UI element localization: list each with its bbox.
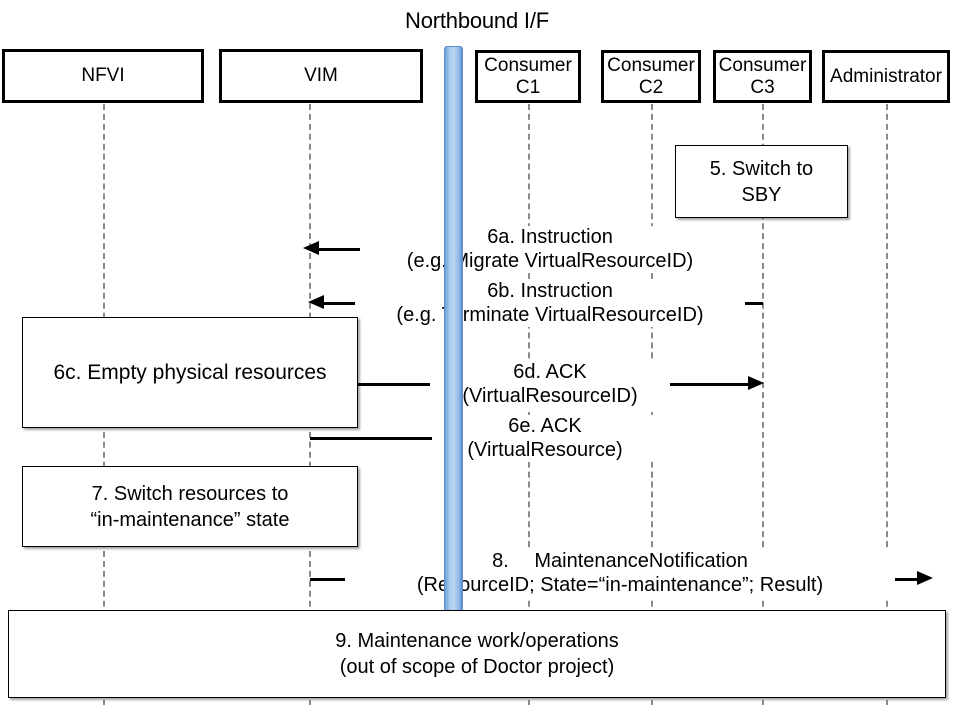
actor-administrator[interactable]: Administrator	[822, 50, 950, 103]
lifeline-admin	[886, 104, 888, 705]
note-switch-resources-line1: 7. Switch resources to	[91, 482, 289, 505]
northbound-interface-bar	[444, 46, 463, 612]
message-8-line2: (ResourceID; State=“in-maintenance”; Res…	[345, 573, 895, 598]
actor-consumer-c1-sublabel: C1	[515, 76, 541, 98]
note-switch-to-sby-line2: SBY	[741, 183, 782, 206]
message-6e-line2: (VirtualResource)	[432, 438, 658, 463]
message-6d-line2: (VirtualResourceID)	[430, 384, 670, 409]
actor-nfvi[interactable]: NFVI	[2, 49, 204, 103]
message-label-8: 8. MaintenanceNotification (ResourceID; …	[345, 550, 895, 598]
note-empty-physical-resources-line1: 6c. Empty physical resources	[53, 360, 327, 384]
note-empty-physical-resources: 6c. Empty physical resources	[22, 317, 358, 428]
actor-consumer-c3-label: Consumer	[718, 55, 807, 77]
note-switch-resources-in-maintenance: 7. Switch resources to “in-maintenance” …	[22, 466, 358, 547]
actor-administrator-label: Administrator	[830, 65, 942, 87]
message-6a-line2: (e.g. Migrate VirtualResourceID)	[360, 249, 740, 274]
note-switch-to-sby: 5. Switch to SBY	[675, 145, 848, 218]
message-label-6a: 6a. Instruction (e.g. Migrate VirtualRes…	[360, 226, 740, 274]
arrowhead-8	[917, 571, 933, 585]
actor-nfvi-label: NFVI	[81, 65, 125, 87]
arrowhead-6d	[748, 376, 764, 390]
lifeline-c3	[762, 104, 764, 705]
actor-consumer-c3-sublabel: C3	[750, 76, 775, 98]
message-8-line1: 8. MaintenanceNotification	[345, 550, 895, 574]
message-6a-line1: 6a. Instruction	[360, 226, 740, 250]
note-switch-to-sby-line1: 5. Switch to	[709, 157, 814, 180]
actor-vim[interactable]: VIM	[219, 49, 423, 103]
note-maintenance-work: 9. Maintenance work/operations (out of s…	[8, 610, 946, 698]
note-maintenance-work-line1: 9. Maintenance work/operations	[335, 630, 619, 652]
actor-consumer-c2-sublabel: C2	[638, 76, 664, 98]
actor-consumer-c3[interactable]: Consumer C3	[713, 50, 812, 103]
message-6b-line1: 6b. Instruction	[355, 280, 745, 304]
actor-consumer-c1[interactable]: Consumer C1	[475, 50, 581, 103]
arrowhead-6b	[308, 295, 324, 309]
actor-consumer-c1-label: Consumer	[484, 55, 572, 77]
message-6b-line2: (e.g. Terminate VirtualResourceID)	[355, 303, 745, 328]
diagram-title: Northbound I/F	[405, 8, 549, 33]
message-6e-line1: 6e. ACK	[432, 415, 658, 439]
actor-vim-label: VIM	[304, 65, 338, 87]
actor-consumer-c2[interactable]: Consumer C2	[601, 50, 701, 103]
note-maintenance-work-line2: (out of scope of Doctor project)	[339, 656, 615, 678]
actor-consumer-c2-label: Consumer	[607, 55, 695, 77]
message-6d-line1: 6d. ACK	[430, 361, 670, 385]
message-label-6d: 6d. ACK (VirtualResourceID)	[430, 361, 670, 409]
arrow-line-6e-left	[310, 437, 519, 440]
arrowhead-6a	[303, 241, 319, 255]
note-switch-resources-line2: “in-maintenance” state	[90, 508, 290, 531]
message-label-6b: 6b. Instruction (e.g. Terminate VirtualR…	[355, 280, 745, 328]
message-label-6e: 6e. ACK (VirtualResource)	[432, 415, 658, 463]
